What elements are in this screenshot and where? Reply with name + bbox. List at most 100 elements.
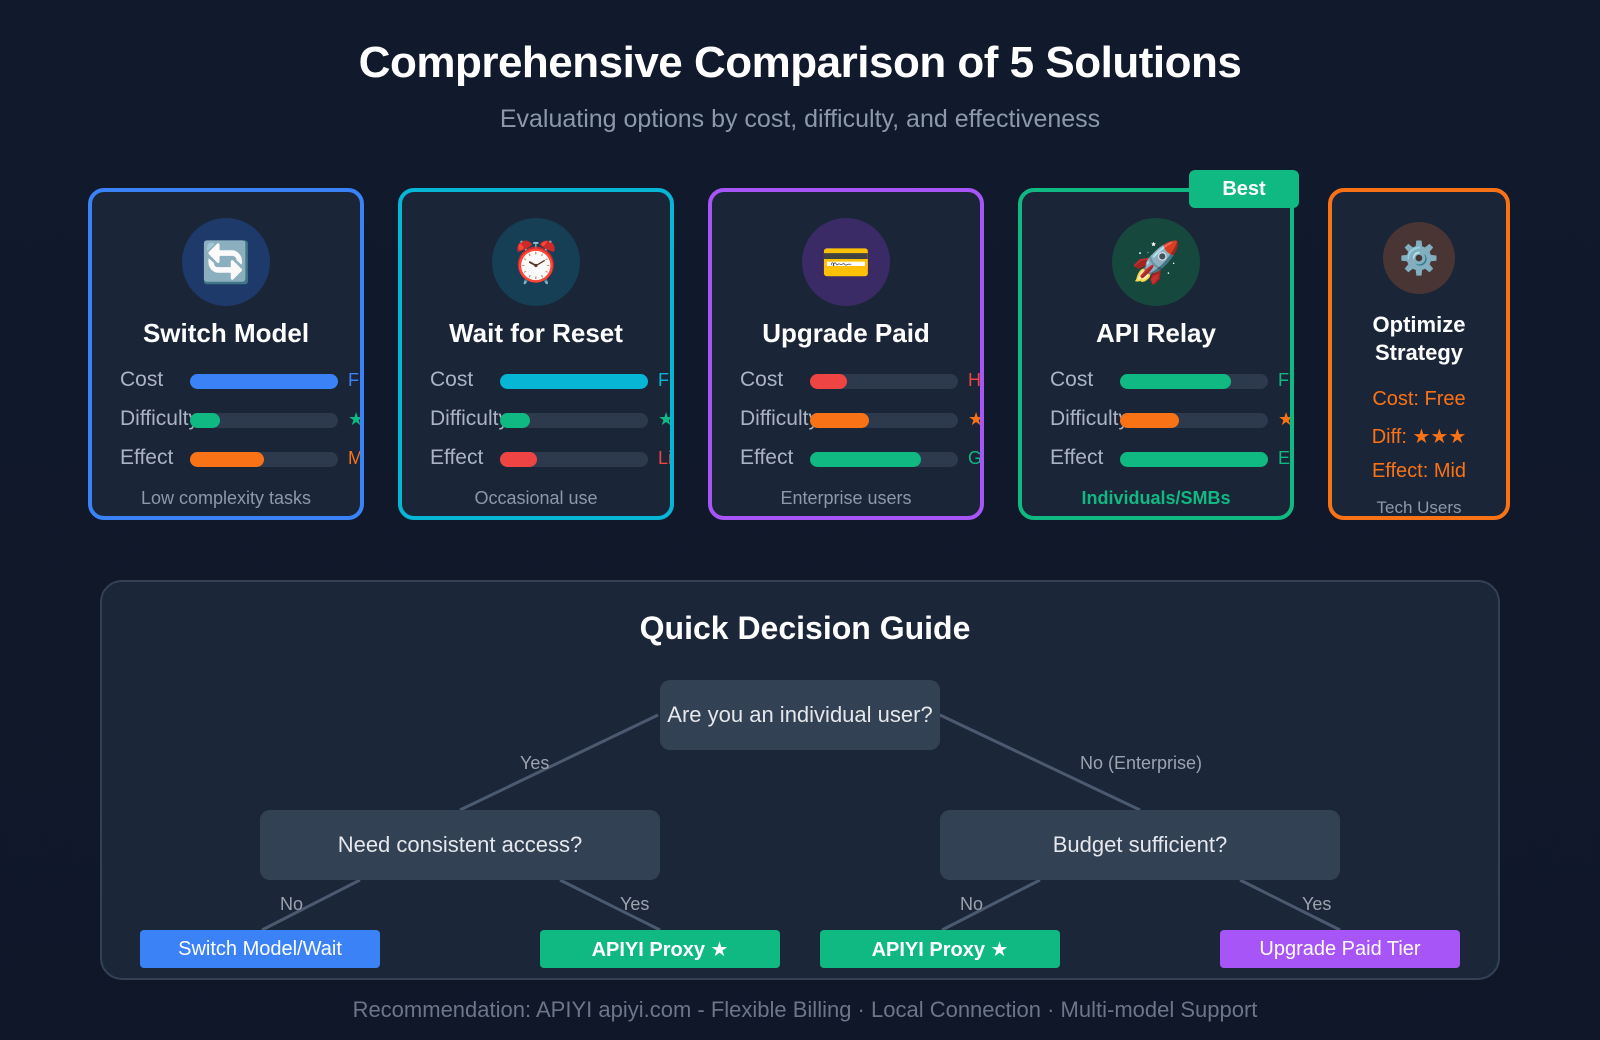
- metric-value: ★★: [1278, 409, 1294, 429]
- question-right: Budget sufficient?: [940, 810, 1340, 880]
- metric-value: ★: [658, 409, 674, 429]
- card-api-relay: 🚀 API Relay Cost Flexible Difficulty ★★ …: [1018, 188, 1294, 520]
- card-wait-for-reset: ⏰ Wait for Reset Cost Free Difficulty ★ …: [398, 188, 674, 520]
- credit-card-icon: 💳: [802, 218, 890, 306]
- edge-label-no: No: [960, 894, 984, 914]
- edge-right-no: [941, 878, 1041, 932]
- metric-label: Effect: [740, 446, 794, 469]
- effect-metric: Effect Good: [740, 446, 983, 470]
- rocket-icon: 🚀: [1112, 218, 1200, 306]
- outcome-apiyi-proxy[interactable]: APIYI Proxy ★: [540, 930, 780, 968]
- metric-value: ★: [348, 409, 364, 429]
- edge-label-yes: Yes: [1302, 894, 1332, 914]
- optimize-difficulty: Diff: ★★★: [1371, 426, 1467, 448]
- card-upgrade-paid: 💳 Upgrade Paid Cost High Difficulty ★★ E…: [708, 188, 984, 520]
- outcome-upgrade-paid-tier[interactable]: Upgrade Paid Tier: [1220, 930, 1460, 968]
- page-subtitle: Evaluating options by cost, difficulty, …: [499, 105, 1101, 133]
- question-left: Need consistent access?: [260, 810, 660, 880]
- difficulty-bar: [190, 413, 338, 428]
- cost-bar-fill: [190, 374, 338, 389]
- question-root: Are you an individual user?: [660, 680, 940, 750]
- effect-bar-fill: [1120, 452, 1268, 467]
- card-title: Wait for Reset: [449, 318, 623, 348]
- audience-label: Occasional use: [474, 488, 598, 508]
- difficulty-metric: Difficulty ★★: [1050, 407, 1294, 431]
- effect-bar: [190, 452, 338, 467]
- card-title: Upgrade Paid: [762, 318, 930, 348]
- edge-left-no: [261, 878, 361, 932]
- card-optimize-strategy: ⚙️ Optimize Strategy Cost: Free Diff: ★★…: [1328, 188, 1510, 520]
- decision-guide-panel: [100, 580, 1500, 980]
- effect-metric: Effect Medium: [120, 446, 363, 470]
- edge-left-yes: [559, 878, 661, 932]
- metric-label: Cost: [1050, 368, 1094, 391]
- best-badge: Best: [1189, 170, 1299, 208]
- audience-label: Individuals/SMBs: [1081, 488, 1231, 508]
- metric-label: Effect: [120, 446, 174, 469]
- edge-label-yes: Yes: [520, 753, 550, 773]
- metric-label: Difficulty: [740, 407, 819, 430]
- metric-label: Cost: [430, 368, 474, 391]
- audience-label: Tech Users: [1376, 498, 1462, 517]
- footer-recommendation: Recommendation: APIYI apiyi.com - Flexib…: [352, 997, 1258, 1022]
- card-title-line2: Strategy: [1374, 340, 1464, 365]
- effect-metric: Effect Excellent: [1050, 446, 1290, 470]
- cost-bar: [190, 374, 338, 389]
- audience-label: Enterprise users: [780, 488, 912, 508]
- effect-bar: [500, 452, 648, 467]
- audience-label: Low complexity tasks: [140, 488, 312, 508]
- cost-metric: Cost Free: [120, 368, 364, 392]
- guide-title: Quick Decision Guide: [639, 610, 971, 646]
- cost-bar: [810, 374, 958, 389]
- alarm-clock-icon: ⏰: [492, 218, 580, 306]
- card-title: Switch Model: [142, 318, 310, 348]
- cost-metric: Cost Free: [430, 368, 674, 392]
- metric-label: Difficulty: [1050, 407, 1129, 430]
- difficulty-metric: Difficulty ★★: [740, 407, 984, 431]
- effect-bar: [810, 452, 958, 467]
- metric-value: High: [968, 370, 984, 390]
- card-switch-model: 🔄 Switch Model Cost Free Difficulty ★ Ef…: [88, 188, 364, 520]
- metric-value: Good: [968, 448, 983, 468]
- card-title: API Relay: [1096, 318, 1216, 348]
- metric-value: ★★: [968, 409, 984, 429]
- metric-value: Free: [658, 370, 674, 390]
- metric-value: Limited: [658, 448, 673, 468]
- metric-value: Flexible: [1278, 370, 1293, 390]
- cost-metric: Cost High: [740, 368, 984, 392]
- effect-bar-fill: [810, 452, 921, 467]
- edge-right-yes: [1239, 878, 1341, 932]
- metric-label: Effect: [1050, 446, 1104, 469]
- optimize-effect: Effect: Mid: [1371, 460, 1467, 482]
- metric-value: Free: [348, 370, 364, 390]
- difficulty-bar-fill: [190, 413, 220, 428]
- cost-bar: [1120, 374, 1268, 389]
- effect-bar-fill: [500, 452, 537, 467]
- difficulty-bar-fill: [500, 413, 530, 428]
- metric-label: Effect: [430, 446, 484, 469]
- refresh-arrows-icon: 🔄: [182, 218, 270, 306]
- metric-label: Cost: [120, 368, 164, 391]
- difficulty-bar: [500, 413, 648, 428]
- gear-icon: ⚙️: [1383, 222, 1455, 294]
- optimize-cost: Cost: Free: [1372, 388, 1466, 410]
- outcome-switch-model-wait[interactable]: Switch Model/Wait: [140, 930, 380, 968]
- metric-value: Medium: [348, 448, 363, 468]
- difficulty-bar-fill: [1120, 413, 1180, 428]
- edge-root-right: [939, 713, 1141, 812]
- difficulty-metric: Difficulty ★: [430, 407, 674, 431]
- effect-bar: [1120, 452, 1268, 467]
- cost-bar-fill: [1120, 374, 1231, 389]
- cost-bar-fill: [810, 374, 847, 389]
- metric-label: Difficulty: [120, 407, 199, 430]
- effect-metric: Effect Limited: [430, 446, 673, 470]
- difficulty-bar: [1120, 413, 1268, 428]
- edge-label-no: No: [280, 894, 304, 914]
- outcome-apiyi-proxy[interactable]: APIYI Proxy ★: [820, 930, 1060, 968]
- cost-bar-fill: [500, 374, 648, 389]
- metric-label: Difficulty: [430, 407, 509, 430]
- difficulty-bar-fill: [810, 413, 870, 428]
- edge-root-left: [459, 713, 659, 812]
- cost-bar: [500, 374, 648, 389]
